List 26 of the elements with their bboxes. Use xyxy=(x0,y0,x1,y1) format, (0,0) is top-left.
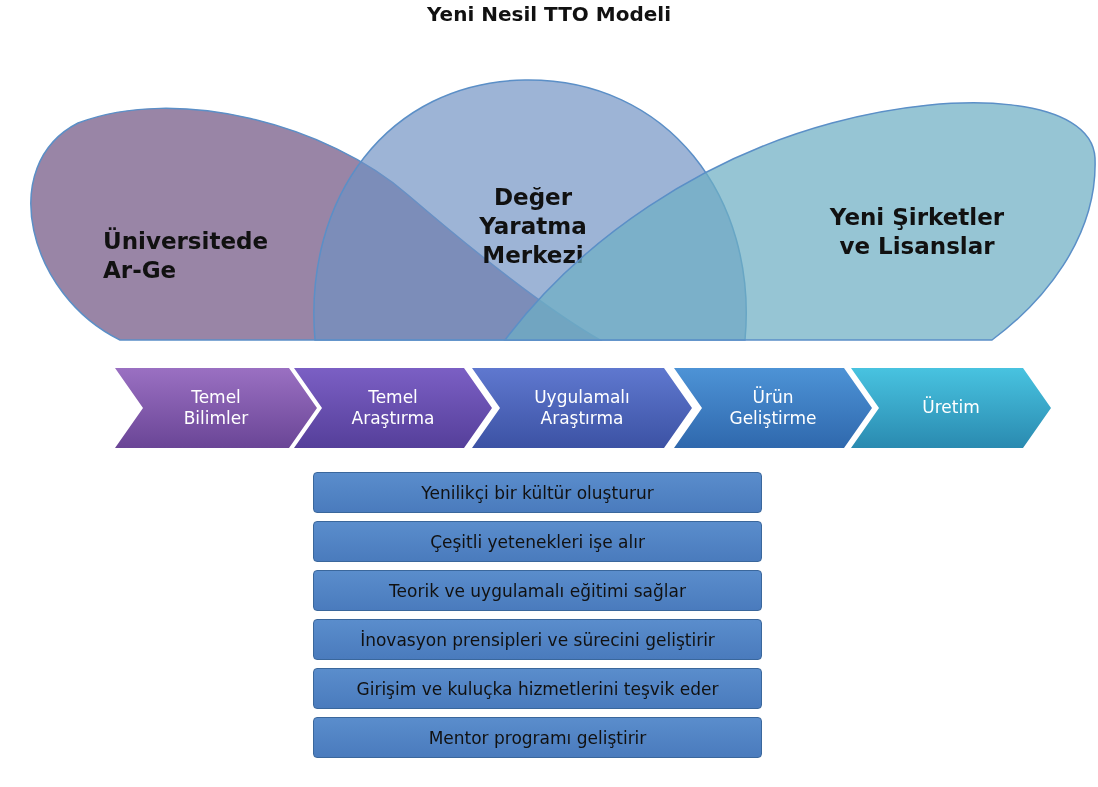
function-text: Mentor programı geliştirir xyxy=(428,727,647,748)
chevron-step xyxy=(674,368,872,448)
chevron-step xyxy=(115,368,317,448)
step-label: Ürün Geliştirme xyxy=(728,386,818,430)
diagram-title: Yeni Nesil TTO Modeli xyxy=(425,2,673,26)
step-label: Temel Araştırma xyxy=(350,386,436,430)
step-label: Temel Bilimler xyxy=(182,386,250,430)
function-text: Çeşitli yetenekleri işe alır xyxy=(430,531,645,552)
function-bar xyxy=(313,668,762,709)
function-bar xyxy=(313,717,762,758)
function-text: İnovasyon prensipleri ve sürecini geliştirir xyxy=(360,629,715,650)
step-label: Uygulamalı Araştırma xyxy=(533,386,631,430)
step-label: Üretim xyxy=(921,397,981,419)
function-bar xyxy=(313,521,762,562)
function-bar xyxy=(313,570,762,611)
function-bar xyxy=(313,619,762,660)
function-bar xyxy=(313,472,762,513)
function-text: Teorik ve uygulamalı eğitimi sağlar xyxy=(389,580,686,601)
chevron-step xyxy=(294,368,492,448)
function-text: Yenilikçi bir kültür oluşturur xyxy=(421,482,654,503)
area-label: Değer Yaratma Merkezi xyxy=(478,183,588,270)
chevron-step xyxy=(472,368,692,448)
area-label: Yeni Şirketler ve Lisanslar xyxy=(828,203,1006,261)
function-text: Girişim ve kuluçka hizmetlerini teşvik eder xyxy=(356,678,719,699)
area-label: Üniversitede Ar-Ge xyxy=(103,227,270,285)
chevron-step xyxy=(851,368,1051,448)
